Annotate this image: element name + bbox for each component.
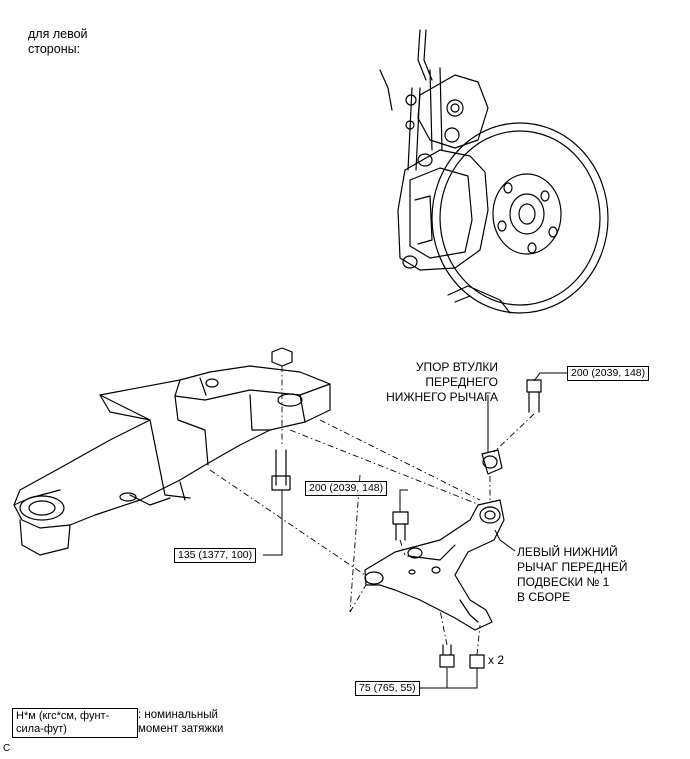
assembly-lines (209, 366, 535, 656)
side-note: для левой стороны: (28, 27, 88, 56)
leader-lines (263, 372, 567, 689)
legend-unit-box: Н*м (кгс*см, фунт- сила-фут) (12, 708, 138, 738)
torque-spec-top-right: 200 (2039, 148) (567, 366, 650, 381)
brake-disc-illustration (379, 29, 609, 314)
fastener-parts (271, 347, 542, 669)
torque-spec-left: 135 (1377, 100) (174, 548, 257, 563)
bushing-stopper-label: УПОР ВТУЛКИ ПЕРЕДНЕГО НИЖНЕГО РЫЧАГА (386, 360, 498, 404)
lower-arm-illustration (364, 499, 505, 631)
lower-arm-label: ЛЕВЫЙ НИЖНИЙ РЫЧАГ ПЕРЕДНЕЙ ПОДВЕСКИ № 1… (517, 545, 628, 604)
torque-spec-bottom: 75 (765, 55) (355, 681, 420, 696)
quantity-label: x 2 (488, 653, 505, 667)
corner-mark: C (3, 743, 11, 754)
torque-spec-middle: 200 (2039, 148) (305, 481, 388, 496)
bushing-stopper-part (481, 449, 503, 475)
crossmember-illustration (13, 365, 331, 556)
legend-description: : номинальный момент затяжки (138, 709, 224, 735)
